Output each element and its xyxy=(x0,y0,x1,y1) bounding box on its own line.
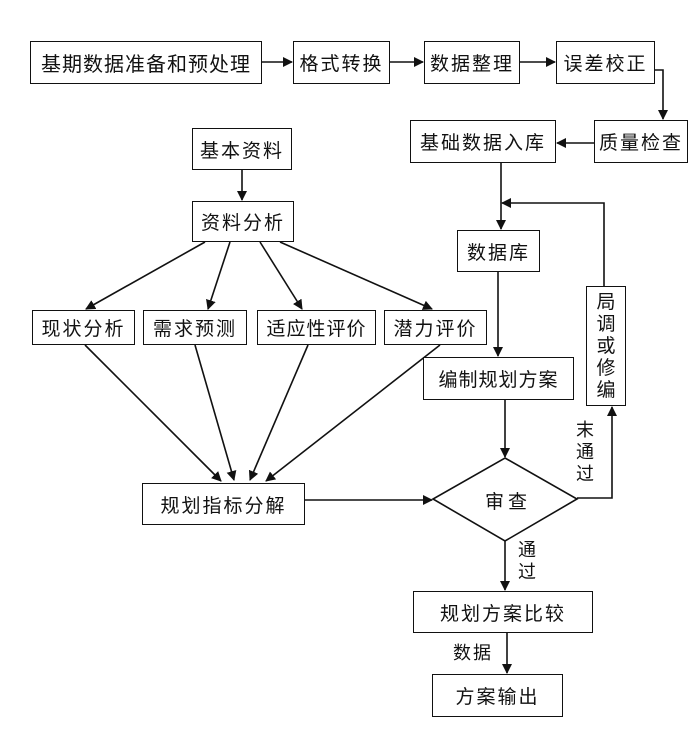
review-diamond xyxy=(431,457,579,542)
arrow-potential-to-indicator xyxy=(265,344,441,482)
node-format-convert: 格式转换 xyxy=(293,41,390,84)
edge-label-not-passed: 末 通 过 xyxy=(575,420,595,486)
label-char: 过 xyxy=(576,464,594,485)
arrow-analysis-to-demand xyxy=(206,241,231,310)
node-error-correct: 误差校正 xyxy=(556,41,655,84)
arrow-correct-to-quality xyxy=(655,69,668,120)
label-char: 末 xyxy=(576,420,594,441)
node-review-label: 审查 xyxy=(485,491,532,513)
node-potential-eval: 潜力评价 xyxy=(384,310,487,345)
adjust-char: 编 xyxy=(596,379,616,401)
node-adjust-revise: 局 调 或 修 编 xyxy=(586,286,626,406)
edge-label-data: 数据 xyxy=(453,643,493,664)
node-database: 数据库 xyxy=(457,230,540,272)
arrow-analysis-to-current xyxy=(85,241,206,310)
arrow-revise-to-database xyxy=(501,198,605,286)
adjust-char: 或 xyxy=(596,335,616,357)
node-current-analysis: 现状分析 xyxy=(32,310,135,345)
node-demand-forecast: 需求预测 xyxy=(143,310,247,345)
node-compile-plan: 编制规划方案 xyxy=(423,357,574,400)
arrow-suitability-to-indicator xyxy=(248,344,309,481)
node-indicator-decompose: 规划指标分解 xyxy=(142,483,305,525)
node-plan-compare: 规划方案比较 xyxy=(413,591,593,633)
edge-label-passed: 通 过 xyxy=(517,540,537,584)
arrow-current-to-indicator xyxy=(84,344,222,482)
arrow-review-to-revise xyxy=(577,406,617,499)
node-base-data-store: 基础数据入库 xyxy=(410,120,556,163)
adjust-char: 调 xyxy=(596,313,616,335)
node-quality-check: 质量检查 xyxy=(594,120,688,163)
node-basic-materials: 基本资料 xyxy=(192,128,292,170)
label-char: 过 xyxy=(518,562,536,583)
arrow-demand-to-indicator xyxy=(194,344,237,481)
node-data-organize: 数据整理 xyxy=(424,41,520,84)
arrow-analysis-to-suitability xyxy=(259,241,303,310)
label-char: 通 xyxy=(518,540,536,561)
node-material-analysis: 资料分析 xyxy=(192,201,294,242)
adjust-char: 修 xyxy=(596,357,616,379)
arrow-analysis-to-potential xyxy=(279,241,433,310)
node-suitability-eval: 适应性评价 xyxy=(257,310,376,345)
node-base-data-prep: 基期数据准备和预处理 xyxy=(30,41,262,84)
node-plan-output: 方案输出 xyxy=(432,674,563,717)
label-char: 通 xyxy=(576,442,594,463)
adjust-char: 局 xyxy=(596,291,616,313)
